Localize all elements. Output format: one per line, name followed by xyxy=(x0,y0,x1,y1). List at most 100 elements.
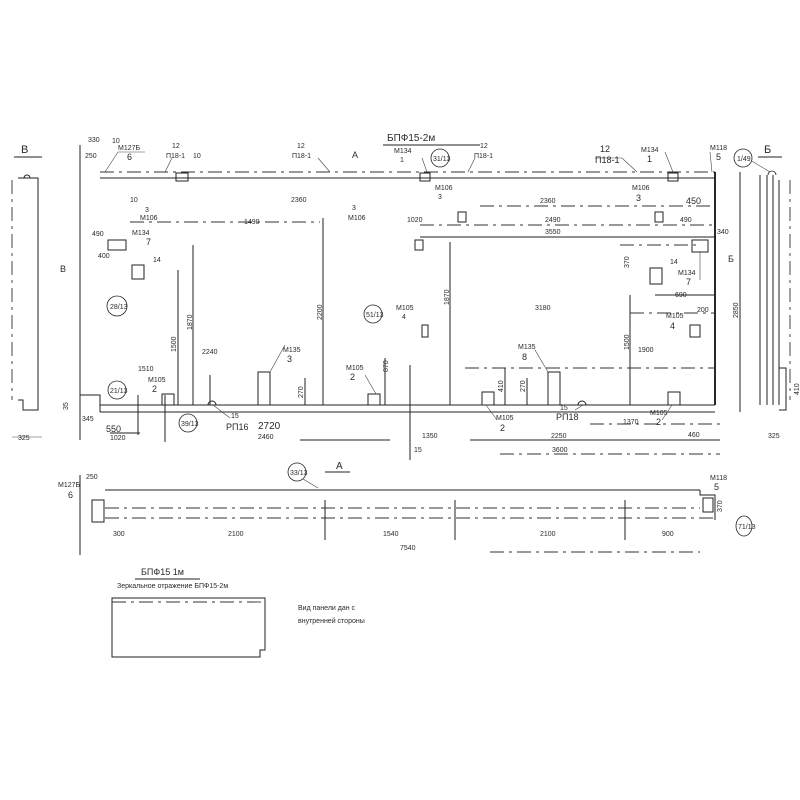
mark-number: 5 xyxy=(714,482,719,492)
main-elevation: БПФ15-2м xyxy=(60,133,771,460)
dim-label: 410 xyxy=(498,380,505,392)
dim-label: 1020 xyxy=(110,435,126,442)
mark-label: М105 xyxy=(396,305,414,312)
dim-label: 15 xyxy=(414,447,422,454)
mark-number: 6 xyxy=(68,490,73,500)
dim-label: 270 xyxy=(520,380,527,392)
leader-line xyxy=(269,344,286,373)
embedded-plate-m134 xyxy=(691,239,709,253)
leader-line xyxy=(749,159,771,173)
mark-number: 4 xyxy=(402,314,406,321)
dim-label: 370 xyxy=(717,500,724,512)
mark-number: 4 xyxy=(670,321,675,331)
mark-label: М105 xyxy=(666,313,684,320)
mark-number: 2 xyxy=(152,384,157,394)
left-step xyxy=(80,394,101,412)
mark-label: М134 xyxy=(132,230,150,237)
drawing-stroke xyxy=(287,462,307,482)
mark-label: М135 xyxy=(518,344,536,351)
embedded-plate-m106 xyxy=(654,211,664,223)
leader-line xyxy=(595,157,638,173)
mark-label: М118 xyxy=(710,145,727,152)
dim-label: 410 xyxy=(794,383,800,395)
view-a-plate-m118 xyxy=(702,497,714,513)
dim-label: 2490 xyxy=(545,217,561,224)
mark-label: 12 xyxy=(480,143,488,150)
mark-label: 14 xyxy=(670,259,678,266)
callout-text: 71/13 xyxy=(738,524,756,531)
drawing-stroke xyxy=(735,515,753,537)
dim-label: 550 xyxy=(106,424,121,434)
dim-label: 900 xyxy=(662,531,674,538)
section-v-marker: В xyxy=(60,264,66,274)
dim-label: 300 xyxy=(113,531,125,538)
dim-label: 490 xyxy=(92,231,104,238)
embedded-plate-m135 xyxy=(547,371,561,406)
lifting-loop xyxy=(419,172,431,182)
callout-31-13: 31/13 xyxy=(430,148,451,168)
mark-number: 3 xyxy=(352,205,356,212)
mark-label: М106 xyxy=(435,185,453,192)
mark-label: М106 xyxy=(632,185,650,192)
callout-text: 51/13 xyxy=(366,312,384,319)
dim-label: 1500 xyxy=(171,336,178,352)
lifting-loop xyxy=(175,172,189,182)
embedded-plate-m105 xyxy=(421,324,429,338)
mark-number: РП18 xyxy=(556,412,578,422)
mark-label: 10 xyxy=(112,138,120,145)
leader-line xyxy=(104,151,145,173)
view-a-label: А xyxy=(336,461,343,472)
leader-line xyxy=(467,157,476,173)
lifting-loop xyxy=(667,172,679,182)
callout-28-13: 28/13 xyxy=(106,295,128,317)
dim-label: 2200 xyxy=(317,304,324,320)
mark-label: М134 xyxy=(641,147,659,154)
dim-label: 270 xyxy=(298,386,305,398)
dim-label: 1870 xyxy=(444,289,451,305)
section-v-loop xyxy=(23,174,31,179)
view-a: А 33/13 М127Б 6 250 М118 5 71/13 370 300… xyxy=(58,461,756,555)
mark-number: П18-1 xyxy=(292,153,311,160)
mark-label: М106 xyxy=(140,215,158,222)
dim-label: 250 xyxy=(86,474,98,481)
leader-line xyxy=(574,404,584,411)
mirror-panel-sketch xyxy=(111,597,266,658)
mark-label: М134 xyxy=(394,148,412,155)
dim-label: 3180 xyxy=(535,305,551,312)
dim-label: 2100 xyxy=(540,531,556,538)
callout-text: 1/49 xyxy=(737,156,751,163)
rp16-anchor xyxy=(207,400,217,406)
mark-label: М127Б xyxy=(118,145,141,152)
dim-label: 2360 xyxy=(540,198,556,205)
mark-label: М127Б xyxy=(58,482,81,489)
dim-label: 1350 xyxy=(422,433,438,440)
callout-21-13: 21/13 xyxy=(107,380,128,400)
dim-label: 345 xyxy=(82,416,94,423)
callout-51-13: 51/13 xyxy=(363,304,384,324)
section-b-loop xyxy=(767,170,777,176)
mark-label: 15 xyxy=(231,413,239,420)
mark-number: П18-1 xyxy=(474,153,493,160)
view-a-plate-m127b xyxy=(91,499,105,523)
leader-line xyxy=(421,157,428,173)
mark-number: 7 xyxy=(146,237,151,247)
leader-line xyxy=(664,151,674,173)
drawing-title: БПФ15-2м xyxy=(387,133,435,144)
dim-label: 450 xyxy=(686,196,701,206)
drawing-stroke xyxy=(107,380,127,400)
mark-number: 2 xyxy=(656,417,661,427)
leader-line xyxy=(164,157,173,173)
callout-33-13: 33/13 xyxy=(287,462,308,482)
mark-number: 1 xyxy=(647,154,652,164)
section-v-label: В xyxy=(21,144,28,156)
section-a-marker: А xyxy=(352,150,358,160)
mark-number: 8 xyxy=(522,352,527,362)
mark-label: 12 xyxy=(172,143,180,150)
mark-number: 3 xyxy=(438,194,442,201)
embedded-plate-m106 xyxy=(414,239,424,251)
dim-label: 2850 xyxy=(733,302,740,318)
mark-number: РП16 xyxy=(226,422,248,432)
dim-label: 490 xyxy=(680,217,692,224)
drawing-stroke xyxy=(430,148,450,168)
